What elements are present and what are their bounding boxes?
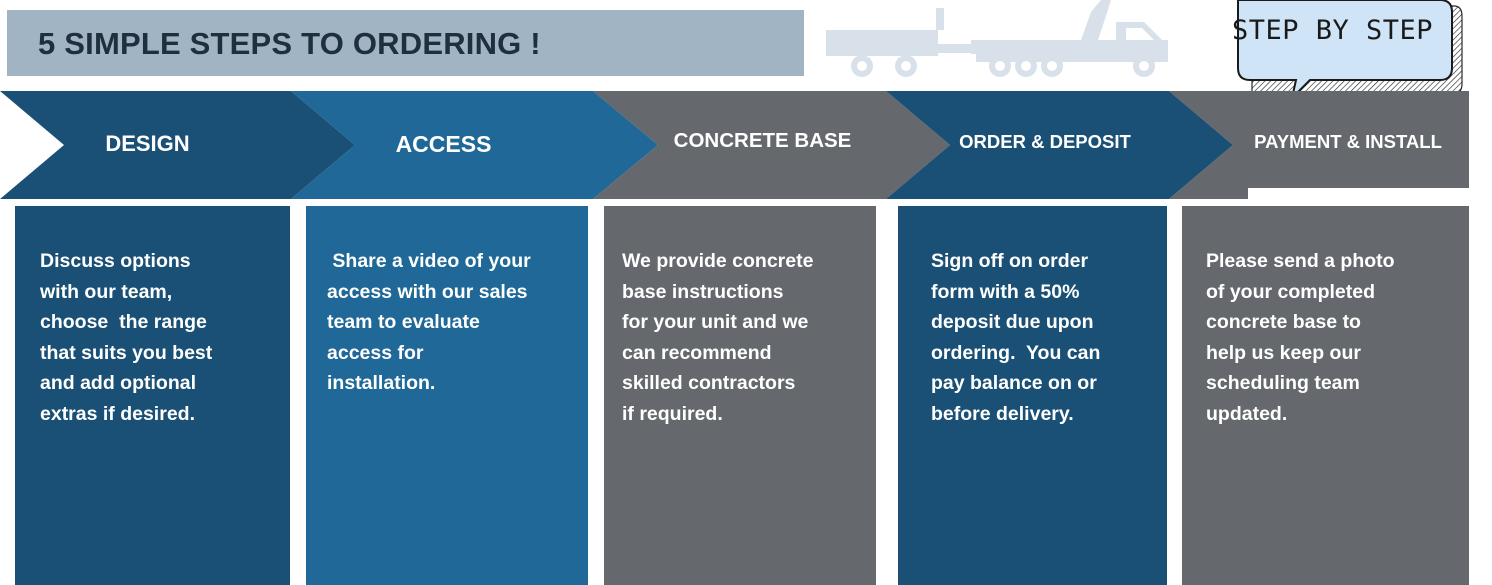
step-label-order-deposit: ORDER & DEPOSIT (959, 131, 1131, 152)
chevron-concrete-base (593, 91, 950, 199)
step-description: We provide concrete base instructions fo… (622, 250, 814, 425)
step-label-concrete-base: CONCRETE BASE (673, 129, 852, 152)
process-chevrons (0, 91, 1469, 199)
step-by-step-badge: STEP BY STEP (1232, 15, 1434, 46)
step-card-access: Share a video of your access with our sa… (306, 206, 588, 585)
title-banner: 5 SIMPLE STEPS TO ORDERING ! (7, 10, 804, 76)
chevron-payment-install (1169, 91, 1469, 199)
step-label-access: ACCESS (395, 131, 492, 157)
step-label-design: DESIGN (105, 131, 190, 156)
step-description: Share a video of your access with our sa… (327, 250, 531, 394)
chevron-access (291, 91, 658, 199)
step-card-payment-install: Please send a photo of your completed co… (1182, 206, 1469, 585)
step-label-payment-install: PAYMENT & INSTALL (1254, 131, 1442, 152)
step-description: Discuss options with our team, choose th… (40, 250, 213, 425)
step-card-design: Discuss options with our team, choose th… (15, 206, 290, 585)
page-title: 5 SIMPLE STEPS TO ORDERING ! (38, 26, 541, 61)
chevron-design (0, 91, 355, 199)
step-description: Please send a photo of your completed co… (1206, 250, 1395, 425)
step-card-order-deposit: Sign off on order form with a 50% deposi… (898, 206, 1167, 585)
crane-truck-icon (826, 0, 1168, 77)
chevron-order-deposit (886, 91, 1233, 199)
step-description: Sign off on order form with a 50% deposi… (931, 250, 1101, 425)
step-card-concrete-base: We provide concrete base instructions fo… (604, 206, 876, 585)
